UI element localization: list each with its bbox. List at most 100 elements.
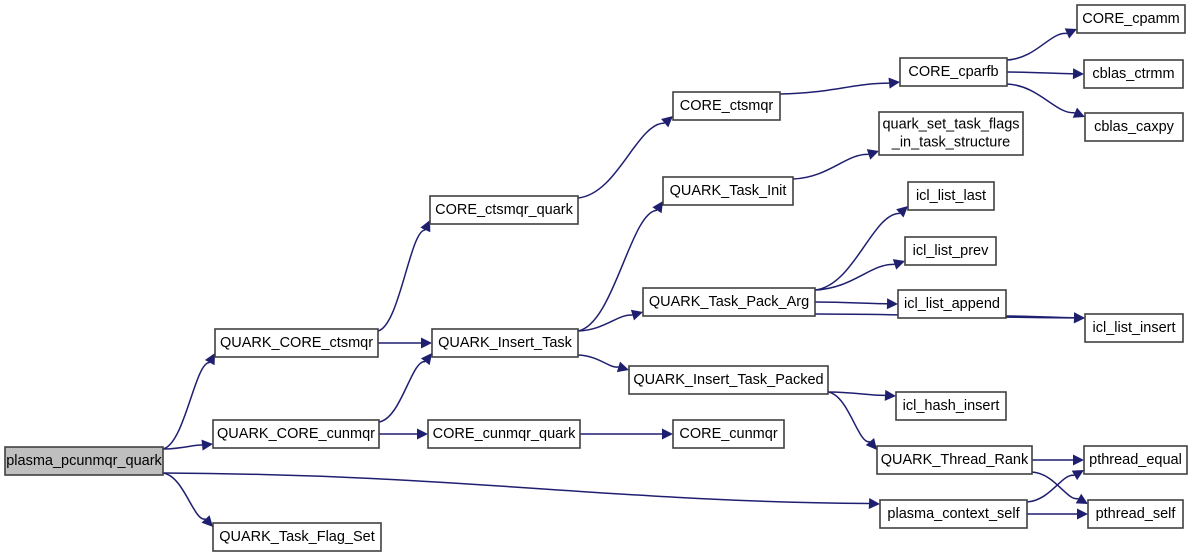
edge-plasma_pcunmqr_quark-to-QUARK_CORE_cunmqr <box>162 444 203 450</box>
node-label-icl_list_prev: icl_list_prev <box>913 243 989 259</box>
node-pthread_equal[interactable]: pthread_equal <box>1083 445 1188 475</box>
node-box-icl_list_insert[interactable] <box>1084 313 1184 343</box>
node-plasma_pcunmqr_quark[interactable]: plasma_pcunmqr_quark <box>4 446 164 476</box>
node-label-QUARK_Thread_Rank: QUARK_Thread_Rank <box>881 452 1029 468</box>
node-label-CORE_cpamm: CORE_cpamm <box>1082 11 1180 27</box>
node-box-plasma_context_self[interactable] <box>879 499 1028 529</box>
node-QUARK_CORE_ctsmqr[interactable]: QUARK_CORE_ctsmqr <box>214 328 379 358</box>
arrowhead-icon <box>421 337 432 349</box>
edge-plasma_pcunmqr_quark-to-QUARK_CORE_ctsmqr <box>162 361 210 450</box>
node-CORE_cunmqr_quark[interactable]: CORE_cunmqr_quark <box>427 419 581 449</box>
node-icl_list_insert[interactable]: icl_list_insert <box>1084 313 1184 343</box>
node-icl_list_last[interactable]: icl_list_last <box>907 181 995 211</box>
node-box-icl_list_prev[interactable] <box>904 236 997 266</box>
node-box-QUARK_Thread_Rank[interactable] <box>876 445 1033 475</box>
arrowhead-icon <box>417 428 428 440</box>
node-label-QUARK_Task_Flag_Set: QUARK_Task_Flag_Set <box>219 529 375 545</box>
node-box-quark_set_task_flags_in_task_structure[interactable] <box>878 111 1024 156</box>
node-plasma_context_self[interactable]: plasma_context_self <box>879 499 1028 529</box>
node-box-CORE_ctsmqr[interactable] <box>672 91 781 121</box>
node-QUARK_Thread_Rank[interactable]: QUARK_Thread_Rank <box>876 445 1033 475</box>
node-label-pthread_self: pthread_self <box>1096 506 1177 522</box>
node-label-line: CORE_ctsmqr <box>680 98 774 114</box>
node-label-line: quark_set_task_flags <box>882 116 1019 132</box>
arrowhead-icon <box>420 353 432 366</box>
node-pthread_self[interactable]: pthread_self <box>1087 499 1184 529</box>
node-label-line: CORE_cunmqr <box>679 426 777 442</box>
node-label-QUARK_Insert_Task_Packed: QUARK_Insert_Task_Packed <box>633 372 823 388</box>
edge-QUARK_Task_Pack_Arg-to-icl_list_prev <box>814 263 895 291</box>
node-label-CORE_ctsmqr: CORE_ctsmqr <box>680 98 774 114</box>
node-box-QUARK_Insert_Task_Packed[interactable] <box>628 365 829 395</box>
edge-CORE_ctsmqr_quark-to-CORE_ctsmqr <box>577 122 665 199</box>
node-icl_list_prev[interactable]: icl_list_prev <box>904 236 997 266</box>
edge-QUARK_Insert_Task-to-QUARK_Insert_Task_Packed <box>577 354 619 368</box>
node-box-QUARK_Task_Pack_Arg[interactable] <box>642 287 816 317</box>
node-label-quark_set_task_flags_in_task_structure: quark_set_task_flags_in_task_structure <box>882 116 1019 150</box>
node-box-CORE_cunmqr[interactable] <box>672 419 785 449</box>
edge-QUARK_Insert_Task_Packed-to-icl_hash_insert <box>827 391 886 397</box>
node-label-QUARK_Task_Pack_Arg: QUARK_Task_Pack_Arg <box>649 294 809 310</box>
arrowhead-icon <box>1073 312 1085 324</box>
node-label-line: QUARK_Task_Init <box>670 183 787 199</box>
node-label-QUARK_Insert_Task: QUARK_Insert_Task <box>438 335 573 351</box>
node-QUARK_Task_Pack_Arg[interactable]: QUARK_Task_Pack_Arg <box>642 287 816 317</box>
node-box-icl_list_last[interactable] <box>907 181 995 211</box>
edge-QUARK_Task_Init-to-quark_set_task_flags_in_task_structure <box>792 153 869 180</box>
node-box-QUARK_Task_Init[interactable] <box>662 176 794 206</box>
node-QUARK_CORE_cunmqr[interactable]: QUARK_CORE_cunmqr <box>212 419 380 449</box>
node-CORE_cparfb[interactable]: CORE_cparfb <box>899 57 1008 87</box>
arrowhead-icon <box>888 77 900 89</box>
arrowhead-icon <box>884 389 896 401</box>
node-box-plasma_pcunmqr_quark[interactable] <box>4 446 164 476</box>
edge-QUARK_CORE_ctsmqr-to-CORE_ctsmqr_quark <box>377 229 426 332</box>
node-CORE_cunmqr[interactable]: CORE_cunmqr <box>672 419 785 449</box>
node-label-cblas_caxpy: cblas_caxpy <box>1094 119 1175 135</box>
arrowhead-icon <box>866 149 879 160</box>
node-icl_list_append[interactable]: icl_list_append <box>897 289 1007 319</box>
node-cblas_caxpy[interactable]: cblas_caxpy <box>1084 112 1184 142</box>
node-label-line: CORE_ctsmqr_quark <box>435 202 574 218</box>
node-box-pthread_equal[interactable] <box>1083 445 1188 475</box>
node-box-QUARK_CORE_ctsmqr[interactable] <box>214 328 379 358</box>
node-box-CORE_ctsmqr_quark[interactable] <box>429 195 579 225</box>
edge-QUARK_CORE_cunmqr-to-QUARK_Insert_Task <box>378 360 426 423</box>
arrowhead-icon <box>201 515 213 527</box>
node-icl_hash_insert[interactable]: icl_hash_insert <box>895 391 1007 421</box>
node-QUARK_Insert_Task[interactable]: QUARK_Insert_Task <box>431 328 579 358</box>
edge-QUARK_Insert_Task_Packed-to-QUARK_Thread_Rank <box>827 391 871 443</box>
arrowhead-icon <box>892 259 905 270</box>
arrowhead-icon <box>662 428 673 440</box>
node-cblas_ctrmm[interactable]: cblas_ctrmm <box>1083 59 1184 89</box>
node-box-icl_hash_insert[interactable] <box>895 391 1007 421</box>
node-CORE_ctsmqr[interactable]: CORE_ctsmqr <box>672 91 781 121</box>
node-label-pthread_equal: pthread_equal <box>1089 452 1182 468</box>
node-QUARK_Task_Init[interactable]: QUARK_Task_Init <box>662 176 794 206</box>
node-box-CORE_cunmqr_quark[interactable] <box>427 419 581 449</box>
node-box-QUARK_Task_Flag_Set[interactable] <box>212 522 382 552</box>
node-CORE_ctsmqr_quark[interactable]: CORE_ctsmqr_quark <box>429 195 579 225</box>
node-label-icl_list_insert: icl_list_insert <box>1093 320 1176 336</box>
node-label-QUARK_CORE_cunmqr: QUARK_CORE_cunmqr <box>217 426 375 442</box>
node-label-line: QUARK_Insert_Task <box>438 335 573 351</box>
node-box-CORE_cparfb[interactable] <box>899 57 1008 87</box>
node-label-line: QUARK_Task_Flag_Set <box>219 529 375 545</box>
node-CORE_cpamm[interactable]: CORE_cpamm <box>1076 4 1186 34</box>
node-box-icl_list_append[interactable] <box>897 289 1007 319</box>
node-quark_set_task_flags_in_task_structure[interactable]: quark_set_task_flags_in_task_structure <box>878 111 1024 156</box>
node-box-cblas_ctrmm[interactable] <box>1083 59 1184 89</box>
edge-QUARK_Task_Pack_Arg-to-icl_list_last <box>814 212 900 291</box>
node-QUARK_Task_Flag_Set[interactable]: QUARK_Task_Flag_Set <box>212 522 382 552</box>
node-label-icl_list_last: icl_list_last <box>916 188 986 204</box>
node-box-CORE_cpamm[interactable] <box>1076 4 1186 34</box>
edge-CORE_cparfb-to-cblas_caxpy <box>1006 83 1075 114</box>
node-box-pthread_self[interactable] <box>1087 499 1184 529</box>
node-box-QUARK_Insert_Task[interactable] <box>431 328 579 358</box>
edge-plasma_pcunmqr_quark-to-plasma_context_self <box>162 472 870 505</box>
node-QUARK_Insert_Task_Packed[interactable]: QUARK_Insert_Task_Packed <box>628 365 829 395</box>
node-label-line: cblas_caxpy <box>1094 119 1175 135</box>
node-box-cblas_caxpy[interactable] <box>1084 112 1184 142</box>
node-box-QUARK_CORE_cunmqr[interactable] <box>212 419 380 449</box>
